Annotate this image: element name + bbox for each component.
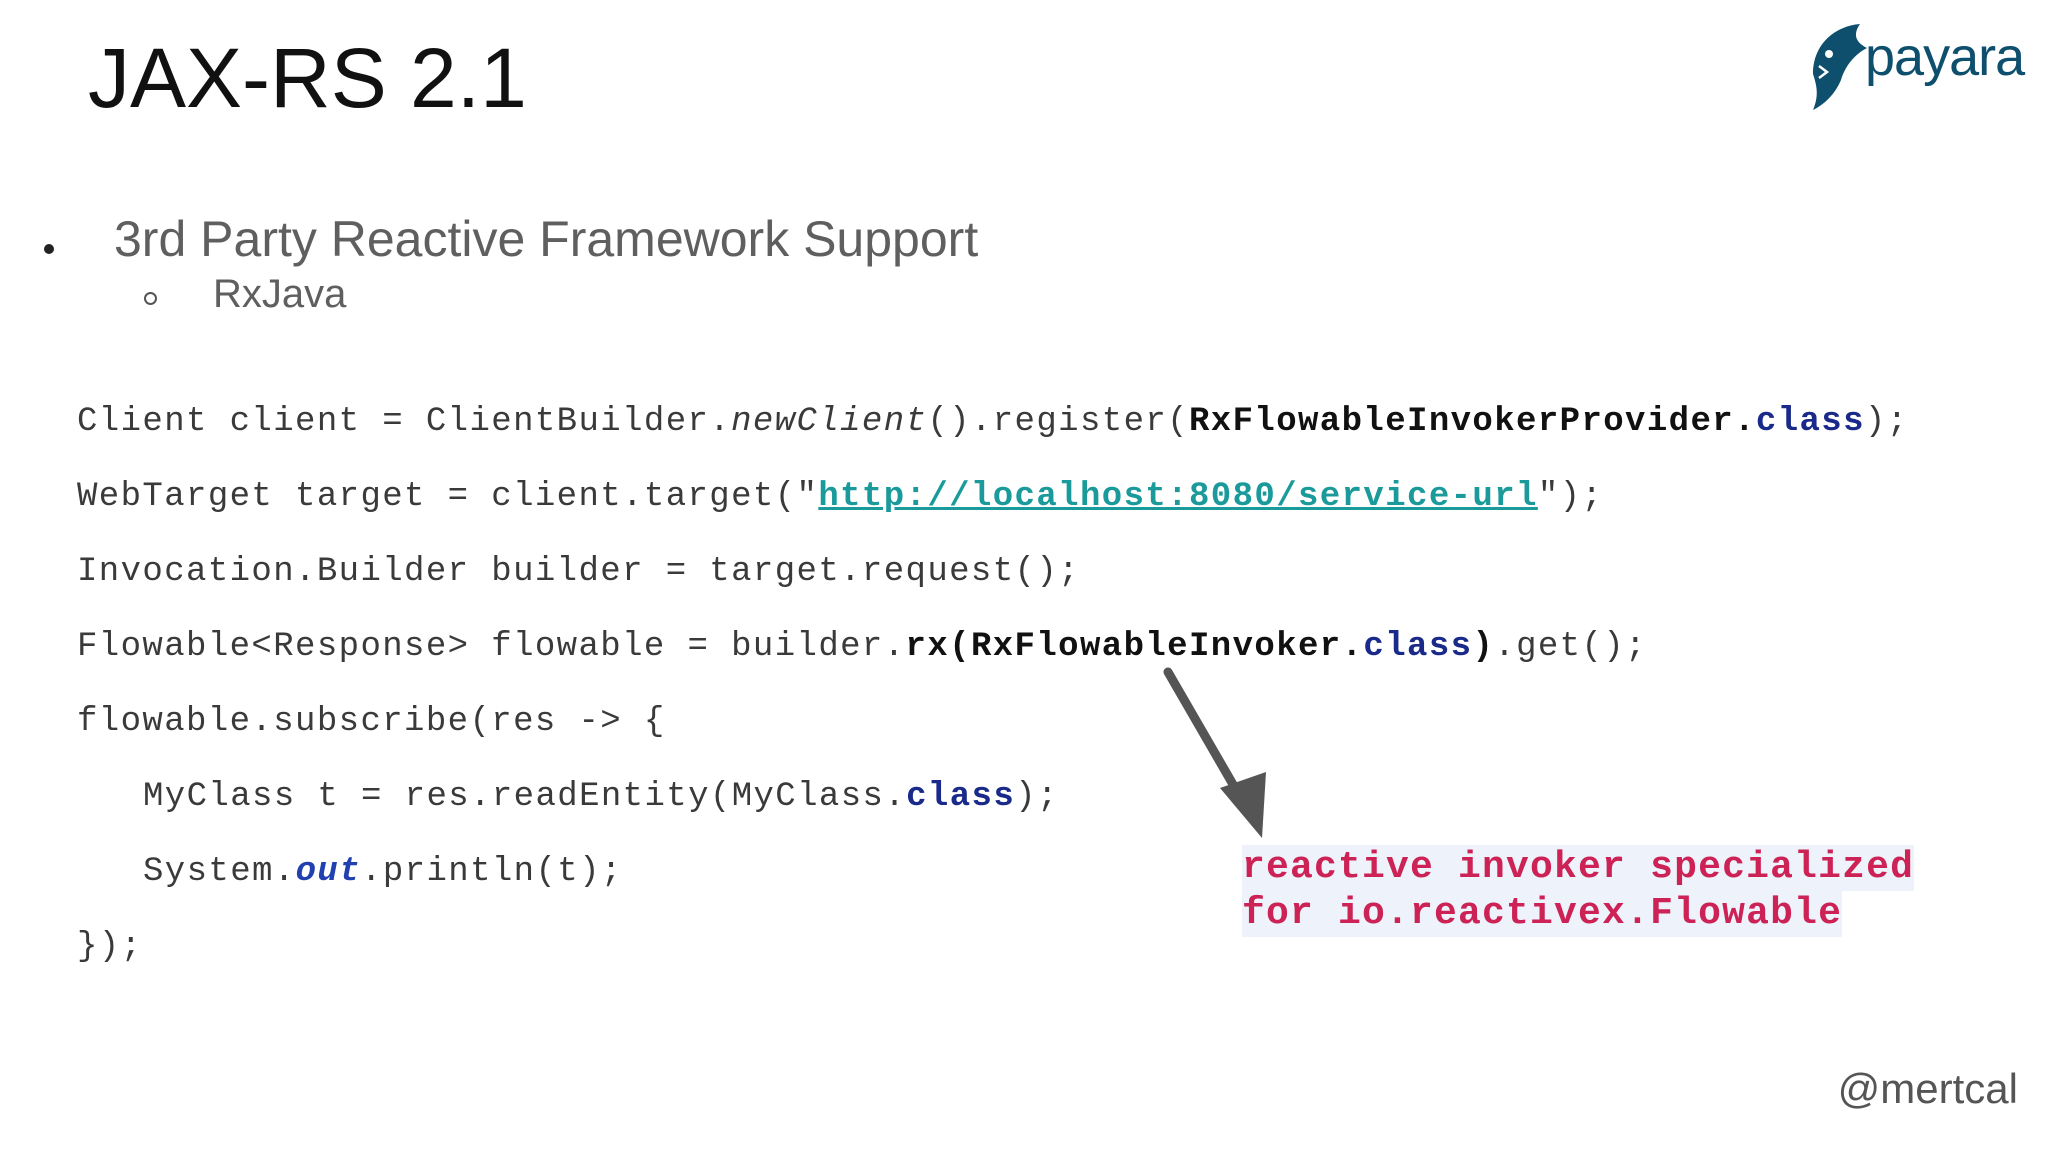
code-line: MyClass t = res.readEntity(MyClass.class…: [77, 768, 1909, 843]
callout-line: for io.reactivex.Flowable: [1242, 891, 1843, 937]
author-handle: @mertcal: [1837, 1065, 2018, 1112]
code-line: });: [77, 918, 1909, 993]
bullet-text: 3rd Party Reactive Framework Support: [114, 211, 979, 267]
code-token: flowable.subscribe(res -> {: [77, 703, 666, 741]
arrow-icon: [1163, 667, 1266, 838]
code-token: ): [1472, 628, 1495, 666]
code-keyword: class: [1363, 628, 1473, 666]
fish-icon: [1813, 24, 1867, 110]
code-line: Invocation.Builder builder = target.requ…: [77, 543, 1909, 618]
sub-bullet-text: RxJava: [213, 272, 347, 316]
code-line: Client client = ClientBuilder.newClient(…: [77, 393, 1909, 468]
code-token: rx(RxFlowableInvoker: [905, 628, 1342, 666]
code-token: newClient: [731, 403, 928, 441]
code-keyword: class: [1755, 403, 1865, 441]
code-token: Invocation.Builder builder = target.requ…: [77, 553, 1080, 591]
code-line: System.out.println(t);: [77, 843, 1909, 918]
code-token: .: [1734, 403, 1756, 441]
code-block: Client client = ClientBuilder.newClient(…: [77, 393, 1909, 993]
code-token: Flowable<Response> flowable = builder.: [77, 628, 906, 666]
callout-annotation: reactive invoker specialized for io.reac…: [1242, 845, 1915, 937]
bullet-item: 3rd Party Reactive Framework Support: [44, 210, 978, 268]
code-line: WebTarget target = client.target("http:/…: [77, 468, 1909, 543]
sub-bullet-circle: [144, 292, 157, 305]
callout-line: reactive invoker specialized: [1242, 845, 1915, 891]
code-token: Client client = ClientBuilder.: [77, 403, 732, 441]
code-token: });: [77, 928, 143, 966]
slide-title: JAX-RS 2.1: [88, 31, 527, 125]
code-token: out: [295, 853, 362, 891]
logo-wordmark: payara: [1865, 27, 2025, 87]
code-token: );: [1864, 403, 1909, 441]
code-token: );: [1015, 778, 1059, 816]
code-token: .get();: [1494, 628, 1647, 666]
code-token: RxFlowableInvokerProvider: [1188, 403, 1735, 441]
code-keyword: class: [906, 778, 1016, 816]
code-token: .println(t);: [361, 853, 623, 891]
bullet-dot: [44, 244, 54, 254]
code-token: ().register(: [927, 403, 1189, 441]
code-token: ");: [1537, 478, 1604, 516]
sub-bullet-item: RxJava: [144, 272, 346, 317]
code-token: System.: [143, 853, 296, 891]
code-url-link[interactable]: http://localhost:8080/service-url: [818, 478, 1538, 516]
code-token: .: [1341, 628, 1364, 666]
code-token: MyClass t = res.readEntity(MyClass.: [143, 778, 907, 816]
code-token: WebTarget target = client.target(": [77, 478, 819, 516]
payara-logo: payara: [1805, 14, 2035, 114]
code-line: flowable.subscribe(res -> {: [77, 693, 1909, 768]
code-line: Flowable<Response> flowable = builder.rx…: [77, 618, 1909, 693]
